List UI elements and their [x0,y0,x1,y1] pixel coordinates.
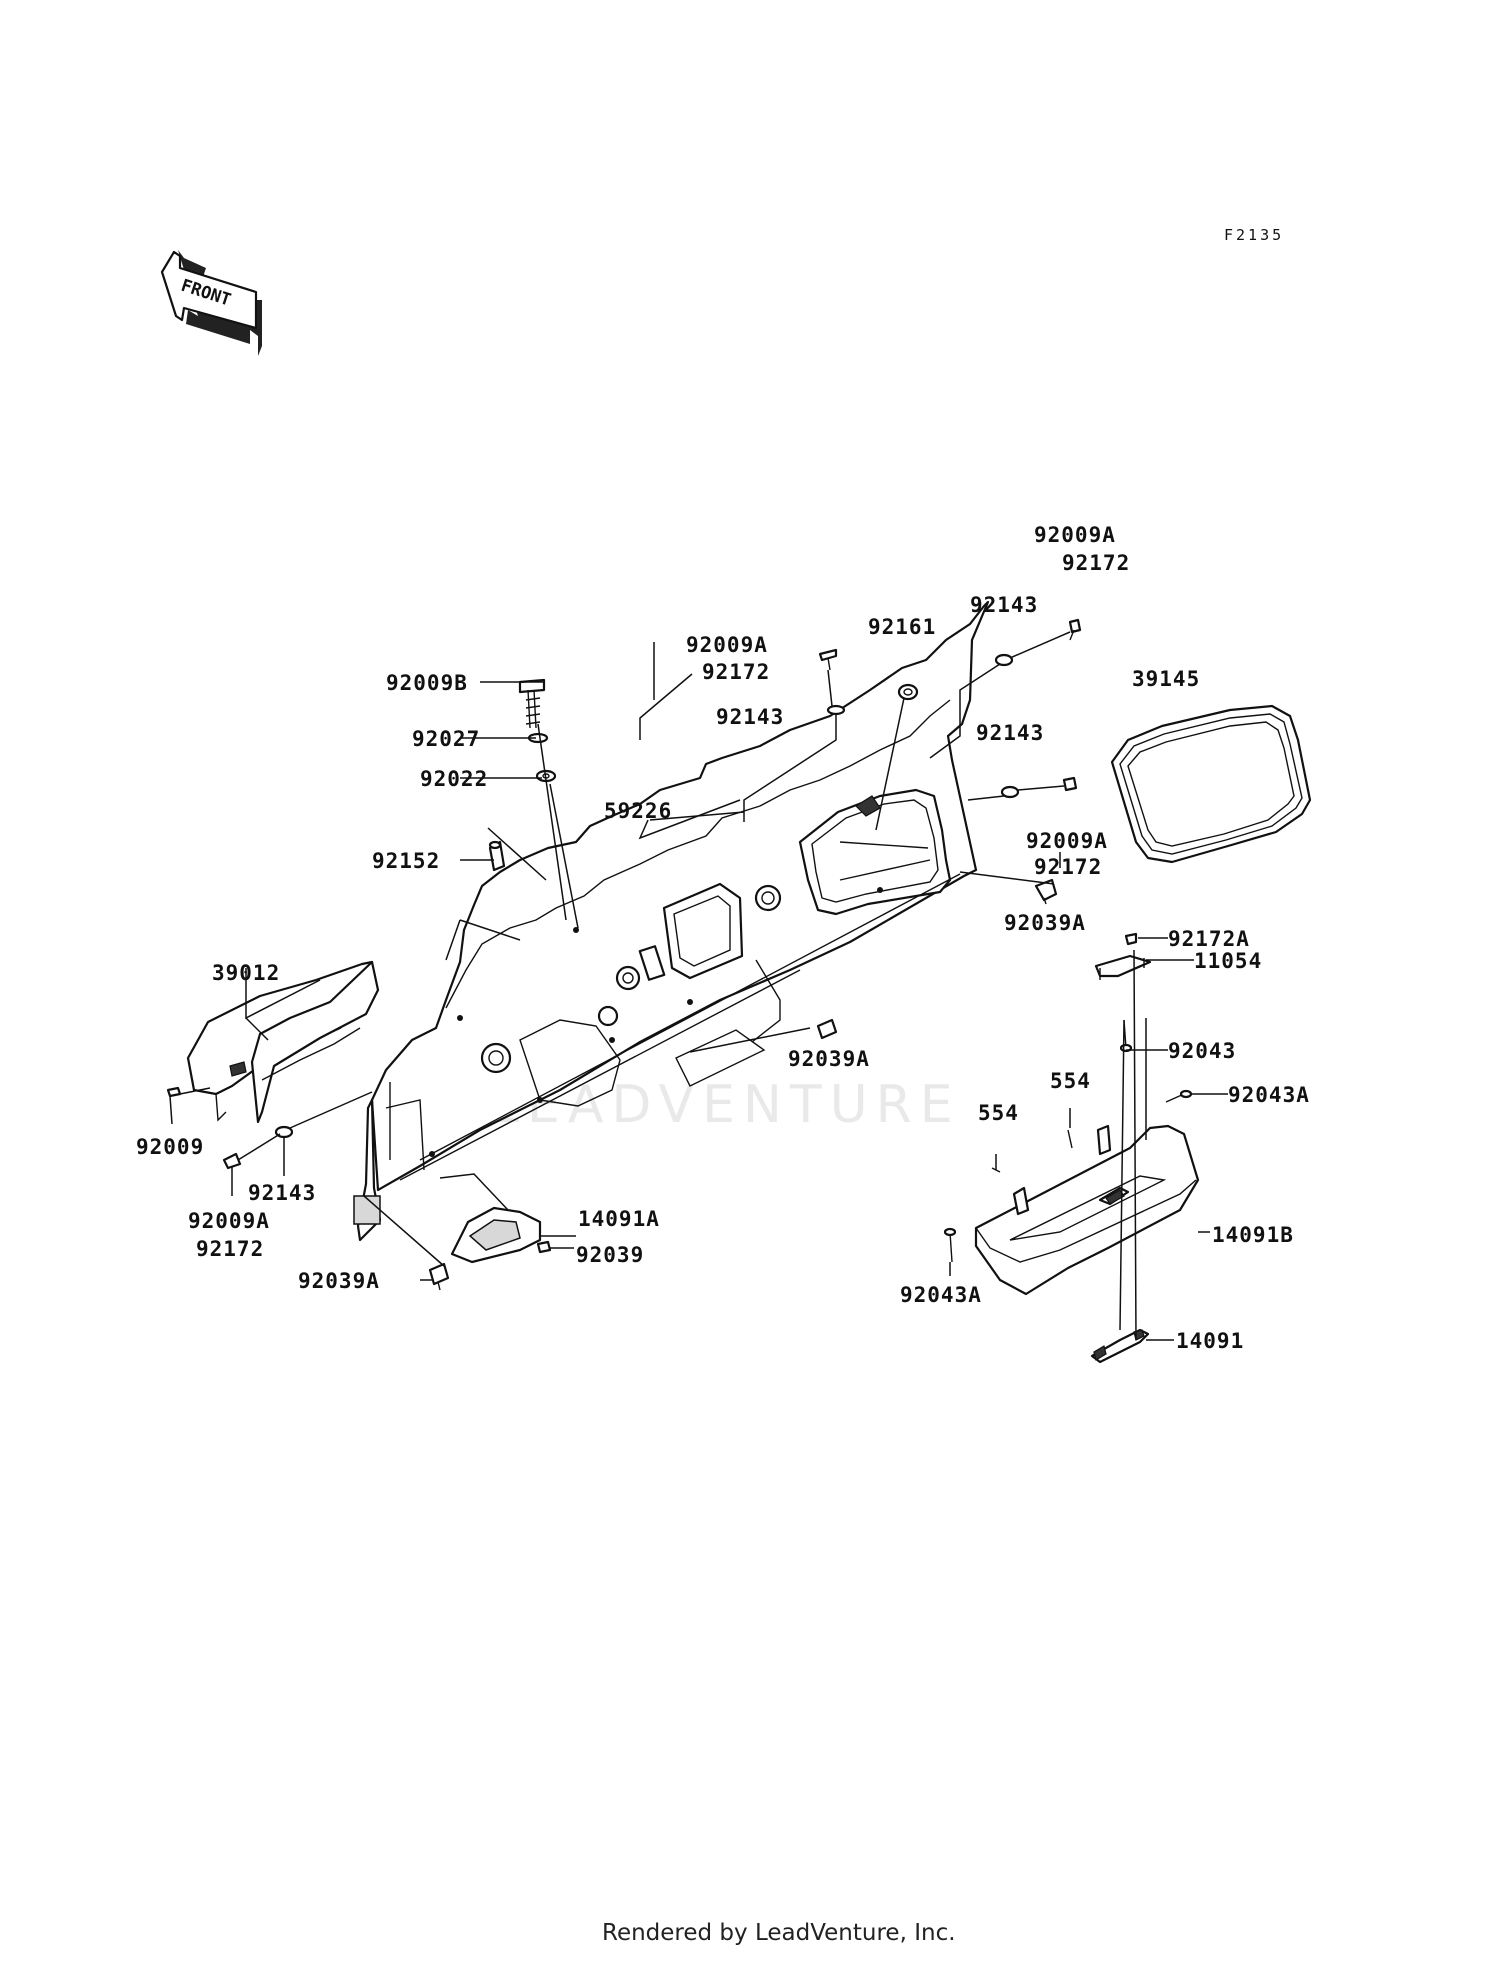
part-label[interactable]: 92172 [702,660,770,684]
part-label[interactable]: 59226 [604,799,672,823]
part-label[interactable]: 92043 [1168,1039,1236,1063]
box-14091B [974,1124,1200,1296]
gasket-39145 [1110,704,1312,864]
part-label[interactable]: 39145 [1132,667,1200,691]
part-label[interactable]: 92143 [970,593,1038,617]
part-labels: 92009A 92172 92143 92161 92009A 92172 92… [136,523,1310,1353]
part-label[interactable]: 92022 [420,767,488,791]
part-label[interactable]: 92039A [1004,911,1086,935]
part-label[interactable]: 92009 [136,1135,204,1159]
leader-lines [169,631,1228,1341]
part-label[interactable]: 92039 [576,1243,644,1267]
part-label[interactable]: 92009A [188,1209,270,1233]
panel-14091A [450,1206,542,1264]
part-label[interactable]: 14091 [1176,1329,1244,1353]
part-label[interactable]: 92009A [686,633,768,657]
panel-14091 [1090,1328,1150,1364]
part-label[interactable]: 92172 [1034,855,1102,879]
diagram-code: F2135 [1224,226,1284,244]
part-label[interactable]: 554 [1050,1069,1091,1093]
cover-39012 [186,960,380,1124]
part-label[interactable]: 92043A [900,1283,982,1307]
part-label[interactable]: 92039A [298,1269,380,1293]
part-label[interactable]: 92172 [1062,551,1130,575]
part-label[interactable]: 92172 [196,1237,264,1261]
part-label[interactable]: 92009A [1026,829,1108,853]
part-label[interactable]: 14091B [1212,1223,1294,1247]
part-label[interactable]: 92009A [1034,523,1116,547]
part-label[interactable]: 92009B [386,671,468,695]
part-label[interactable]: 92143 [248,1181,316,1205]
part-label[interactable]: 92039A [788,1047,870,1071]
part-label[interactable]: 92027 [412,727,480,751]
part-label[interactable]: 92143 [976,721,1044,745]
footer-credit: Rendered by LeadVenture, Inc. [602,1920,956,1946]
part-label[interactable]: 554 [978,1101,1019,1125]
part-label[interactable]: 92161 [868,615,936,639]
part-label[interactable]: 11054 [1194,949,1262,973]
part-label[interactable]: 14091A [578,1207,660,1231]
front-arrow-icon: FRONT [160,250,262,356]
part-label[interactable]: 92152 [372,849,440,873]
part-label[interactable]: 39012 [212,961,280,985]
bracket-11054 [1094,954,1152,980]
dash-panel-59226 [353,600,990,1242]
part-label[interactable]: 92172A [1168,927,1250,951]
part-label[interactable]: 92143 [716,705,784,729]
part-label[interactable]: 92043A [1228,1083,1310,1107]
